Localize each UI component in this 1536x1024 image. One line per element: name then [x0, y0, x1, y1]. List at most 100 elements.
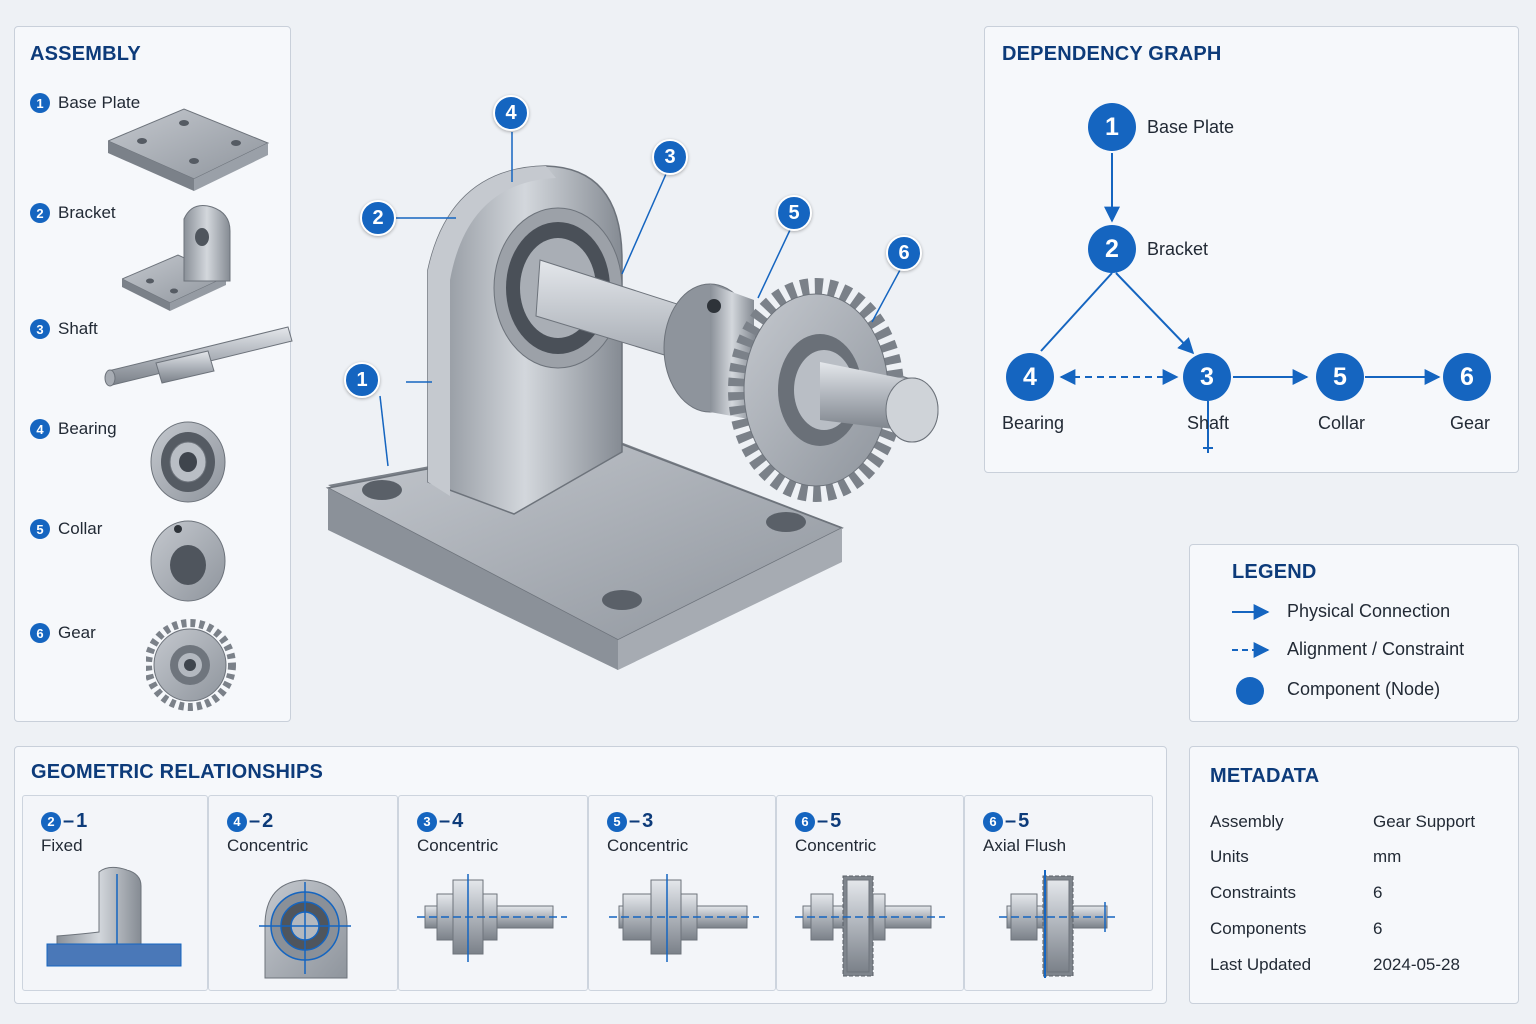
relation-type: Concentric	[417, 836, 499, 855]
number-badge: 3	[417, 811, 437, 832]
metadata-key: Components	[1210, 919, 1307, 938]
metadata-key: Constraints	[1210, 883, 1296, 902]
graph-node-label: Collar	[1318, 413, 1366, 433]
relation-type: Concentric	[607, 836, 689, 855]
geometric-relationships-title: GEOMETRIC RELATIONSHIPS	[31, 761, 324, 783]
callout-4[interactable]: 4	[493, 95, 529, 131]
metadata-panel: METADATA Assembly Gear Support Units mm …	[1189, 746, 1519, 1004]
graph-node-label: Bearing	[1002, 413, 1065, 433]
graph-node-label: Base Plate	[1147, 117, 1235, 137]
relation-type: Axial Flush	[983, 836, 1067, 855]
relation-target: 3	[642, 810, 654, 832]
relation-target: 1	[76, 810, 88, 832]
number-badge: 3	[30, 319, 50, 339]
number-badge: 6	[30, 623, 50, 643]
axial-flush-icon	[999, 870, 1119, 978]
callout-1[interactable]: 1	[344, 362, 380, 398]
assembly-3d-view[interactable]: 1 2 3 4 5 6	[300, 70, 960, 710]
number-badge: 1	[30, 93, 50, 113]
graph-node-label: Bracket	[1147, 239, 1209, 259]
callout-3[interactable]: 3	[652, 139, 688, 175]
relation-dash: –	[817, 810, 829, 832]
graph-node-5[interactable]: 5	[1316, 353, 1364, 401]
assembly-item-label: Bracket	[58, 203, 116, 222]
number-badge: 4	[30, 419, 50, 439]
graph-node-3[interactable]: 3	[1183, 353, 1231, 401]
number-badge: 2	[41, 811, 61, 832]
assembly-item-label: Gear	[58, 623, 96, 642]
number-badge: 2	[30, 203, 50, 223]
dependency-graph-title: DEPENDENCY GRAPH	[1002, 43, 1222, 65]
graph-node-1[interactable]: 1	[1088, 103, 1136, 151]
legend-panel: LEGEND Physical Connection Alignment / C…	[1189, 544, 1519, 722]
node-circle-icon	[1236, 677, 1264, 705]
callout-6[interactable]: 6	[886, 235, 922, 271]
edge-2-3	[1115, 272, 1195, 355]
relationship-card-concentric-4-2[interactable]: 4–2 Concentric	[208, 795, 398, 991]
concentric-collar-shaft-icon	[609, 874, 759, 962]
metadata-value: mm	[1373, 847, 1402, 866]
metadata-key: Units	[1210, 847, 1249, 866]
relation-type: Concentric	[227, 836, 309, 855]
legend-label: Alignment / Constraint	[1287, 639, 1465, 659]
relationship-card-fixed[interactable]: 2–1 Fixed	[22, 795, 208, 991]
number-badge: 5	[607, 811, 627, 832]
metadata-value: 6	[1373, 883, 1383, 902]
relation-type: Fixed	[41, 836, 83, 855]
concentric-gear-collar-icon	[795, 875, 945, 977]
relation-dash: –	[249, 810, 261, 832]
relation-target: 5	[830, 810, 842, 832]
callout-2[interactable]: 2	[360, 200, 396, 236]
relation-target: 2	[262, 810, 274, 832]
dependency-edges	[1040, 153, 1441, 453]
graph-node-label: Gear	[1450, 413, 1491, 433]
number-badge: 5	[30, 519, 50, 539]
assembly-illustration	[325, 132, 939, 670]
relationship-card-concentric-5-3[interactable]: 5–3 Concentric	[588, 795, 776, 991]
legend-label: Physical Connection	[1287, 601, 1451, 621]
collar-icon	[150, 520, 226, 602]
dependency-graph-panel: DEPENDENCY GRAPH 1 Base Plate 2 Bracket …	[984, 26, 1519, 473]
relation-dash: –	[1005, 810, 1017, 832]
relation-target: 4	[452, 810, 464, 832]
assembly-item-label: Bearing	[58, 419, 117, 438]
metadata-key: Assembly	[1210, 812, 1284, 831]
graph-node-2[interactable]: 2	[1088, 225, 1136, 273]
concentric-shaft-bearing-icon	[417, 874, 567, 962]
metadata-value: 6	[1373, 919, 1383, 938]
metadata-value: 2024-05-28	[1373, 955, 1460, 974]
assembly-panel: ASSEMBLY 1 Base Plate 2 Bracket 3 Shaft	[14, 26, 293, 722]
relation-dash: –	[63, 810, 75, 832]
number-badge: 6	[983, 811, 1003, 832]
graph-node-label: Shaft	[1187, 413, 1230, 433]
relationship-card-axial-flush[interactable]: 6–5 Axial Flush	[964, 795, 1153, 991]
legend-title: LEGEND	[1232, 561, 1317, 583]
graph-node-6[interactable]: 6	[1443, 353, 1491, 401]
metadata-title: METADATA	[1210, 765, 1320, 787]
number-badge: 4	[227, 811, 247, 832]
dashed-arrow-icon	[1232, 642, 1270, 658]
solid-arrow-icon	[1232, 604, 1270, 620]
assembly-item-label: Collar	[58, 519, 103, 538]
base-plate-icon	[108, 108, 270, 191]
gear-icon	[146, 619, 236, 711]
assembly-title: ASSEMBLY	[30, 43, 141, 65]
legend-label: Component (Node)	[1287, 679, 1441, 699]
relation-target: 5	[1018, 810, 1030, 832]
metadata-value: Gear Support	[1373, 812, 1476, 831]
relationship-card-concentric-6-5[interactable]: 6–5 Concentric	[776, 795, 964, 991]
edge-2-4	[1040, 272, 1113, 352]
relationship-card-concentric-3-4[interactable]: 3–4 Concentric	[398, 795, 588, 991]
bearing-icon	[150, 421, 226, 503]
graph-node-4[interactable]: 4	[1006, 353, 1054, 401]
fixed-relation-icon	[46, 866, 182, 967]
relation-dash: –	[629, 810, 641, 832]
shaft-icon	[104, 326, 293, 387]
assembly-item-label: Shaft	[58, 319, 98, 338]
callout-5[interactable]: 5	[776, 195, 812, 231]
bracket-icon	[122, 205, 231, 311]
concentric-bracket-bearing-icon	[259, 879, 351, 979]
relation-type: Concentric	[795, 836, 877, 855]
assembly-item-label: Base Plate	[58, 93, 141, 112]
relation-dash: –	[439, 810, 451, 832]
